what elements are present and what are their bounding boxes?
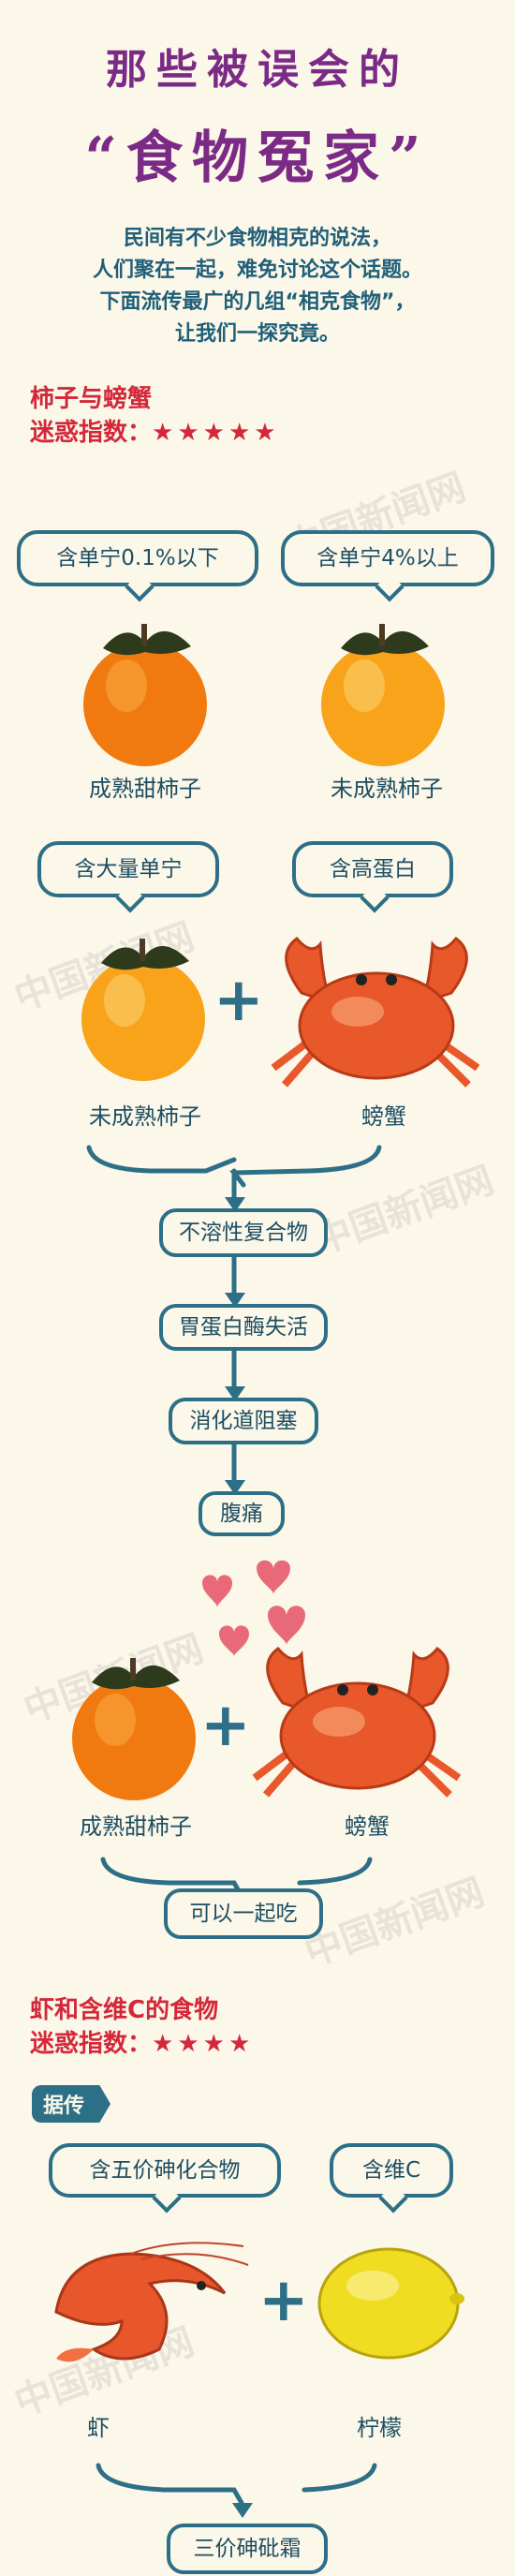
bubble-much-tannin: 含大量单宁 xyxy=(37,841,219,897)
hearts-icon xyxy=(202,1560,305,1656)
intro-line: 人们聚在一起，难免讨论这个话题。 xyxy=(92,259,422,282)
section2-rating: 迷惑指数：★★★★ xyxy=(30,2029,254,2059)
caption-crab: 螃蟹 xyxy=(345,1814,390,1840)
flow-step-insoluble-complex: 不溶性复合物 xyxy=(159,1208,328,1257)
intro-line: 民间有不少食物相克的说法， xyxy=(123,227,391,250)
caption-lemon: 柠檬 xyxy=(357,2415,402,2441)
shrimp-icon xyxy=(54,2242,249,2362)
crab-icon xyxy=(252,1646,462,1798)
rumor-tag: 据传 xyxy=(32,2085,111,2123)
plus-sign: + xyxy=(258,2266,309,2335)
rating-label: 迷惑指数： xyxy=(30,2030,153,2058)
bubble-tannin-low: 含单宁0.1%以下 xyxy=(17,530,258,586)
star-rating-icon: ★★★★★ xyxy=(152,419,280,447)
caption-shrimp: 虾 xyxy=(87,2415,110,2441)
plus-sign: + xyxy=(213,966,264,1035)
crab-icon xyxy=(271,936,480,1088)
ripe-persimmon-icon xyxy=(72,1658,196,1800)
page-title-line2: “食物冤家” xyxy=(84,126,431,191)
caption-unripe-persimmon: 未成熟柿子 xyxy=(89,1103,201,1130)
result-can-eat-together: 可以一起吃 xyxy=(164,1888,323,1939)
flow-step-pepsin-inactivation: 胃蛋白酶失活 xyxy=(159,1304,328,1351)
caption-ripe-persimmon: 成熟甜柿子 xyxy=(80,1814,192,1840)
result-arsenic-trioxide: 三价砷砒霜 xyxy=(167,2524,328,2574)
flow-step-stomach-ache: 腹痛 xyxy=(199,1491,285,1536)
intro-line: 让我们一探究竟。 xyxy=(174,322,340,346)
rating-label: 迷惑指数： xyxy=(30,419,153,447)
section1-title: 柿子与螃蟹 xyxy=(30,385,153,413)
caption-unripe-persimmon: 未成熟柿子 xyxy=(331,776,443,802)
unripe-persimmon-icon xyxy=(81,939,205,1081)
lemon-icon xyxy=(317,2247,464,2360)
page-title-line1: 那些被误会的 xyxy=(106,46,409,94)
bubble-high-protein: 含高蛋白 xyxy=(292,841,453,897)
caption-crab: 螃蟹 xyxy=(361,1103,406,1130)
intro-text: 民间有不少食物相克的说法， 人们聚在一起，难免讨论这个话题。 下面流传最广的几组… xyxy=(37,223,478,350)
unripe-persimmon-icon xyxy=(321,624,445,766)
intro-line: 下面流传最广的几组“相克食物”， xyxy=(99,290,416,314)
bubble-pentavalent-arsenic: 含五价砷化合物 xyxy=(49,2143,281,2198)
bubble-vitamin-c: 含维C xyxy=(330,2143,453,2198)
section1-rating: 迷惑指数：★★★★★ xyxy=(30,418,280,448)
flow-step-digestive-blockage: 消化道阻塞 xyxy=(169,1398,318,1444)
section2-title: 虾和含维C的食物 xyxy=(30,1996,219,2024)
plus-sign: + xyxy=(200,1691,251,1760)
bubble-tannin-high: 含单宁4%以上 xyxy=(281,530,494,586)
caption-ripe-persimmon: 成熟甜柿子 xyxy=(89,776,201,802)
star-rating-icon: ★★★★ xyxy=(152,2030,255,2058)
ripe-persimmon-icon xyxy=(83,624,207,766)
